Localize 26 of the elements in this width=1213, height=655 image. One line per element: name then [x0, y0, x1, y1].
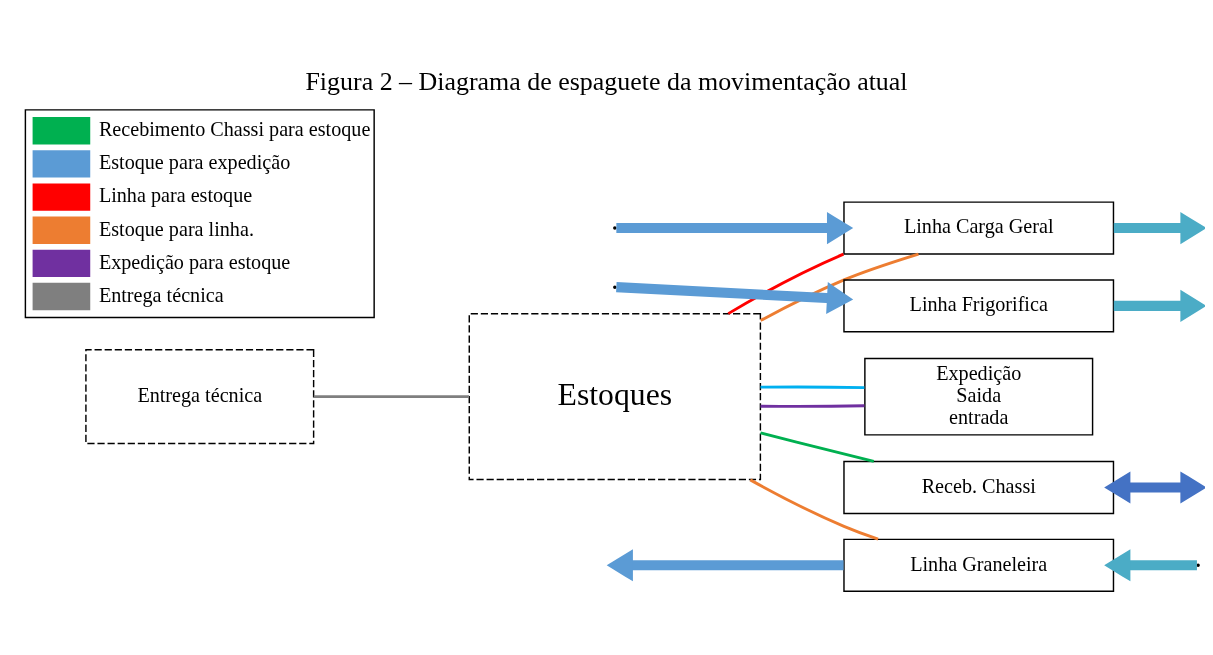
node-box: Expedição Saida entrada [864, 357, 1094, 436]
node-box: Linha Graneleira [843, 538, 1115, 592]
node-box: Receb. Chassi [843, 460, 1115, 515]
connector [760, 385, 865, 389]
node-box: Linha Carga Geral [843, 201, 1115, 255]
connector [313, 395, 470, 399]
arrow [606, 549, 844, 582]
arrow [1113, 212, 1205, 245]
diagram-title: Figura 2 – Diagrama de espaguete da movimentação atual [305, 67, 908, 97]
legend-label: Linha para estoque [98, 184, 253, 207]
arrow [616, 282, 854, 315]
legend-label: Expedição para estoque [98, 250, 291, 273]
arrow [1104, 549, 1197, 582]
arrow [1113, 289, 1205, 322]
legend-label: Estoque para linha. [98, 217, 254, 240]
connector [760, 404, 865, 408]
node-box: Estoques [468, 313, 762, 481]
connector [760, 431, 875, 463]
arrow [1104, 471, 1205, 504]
node-box: Linha Frigorifica [843, 279, 1115, 333]
node-box: Entrega técnica [85, 349, 315, 445]
legend-label: Recebimento Chassi para estoque [98, 118, 371, 141]
arrow [616, 212, 854, 245]
legend-label: Entrega técnica [98, 283, 224, 306]
legend-label: Estoque para expedição [98, 151, 291, 174]
connector [727, 252, 845, 315]
